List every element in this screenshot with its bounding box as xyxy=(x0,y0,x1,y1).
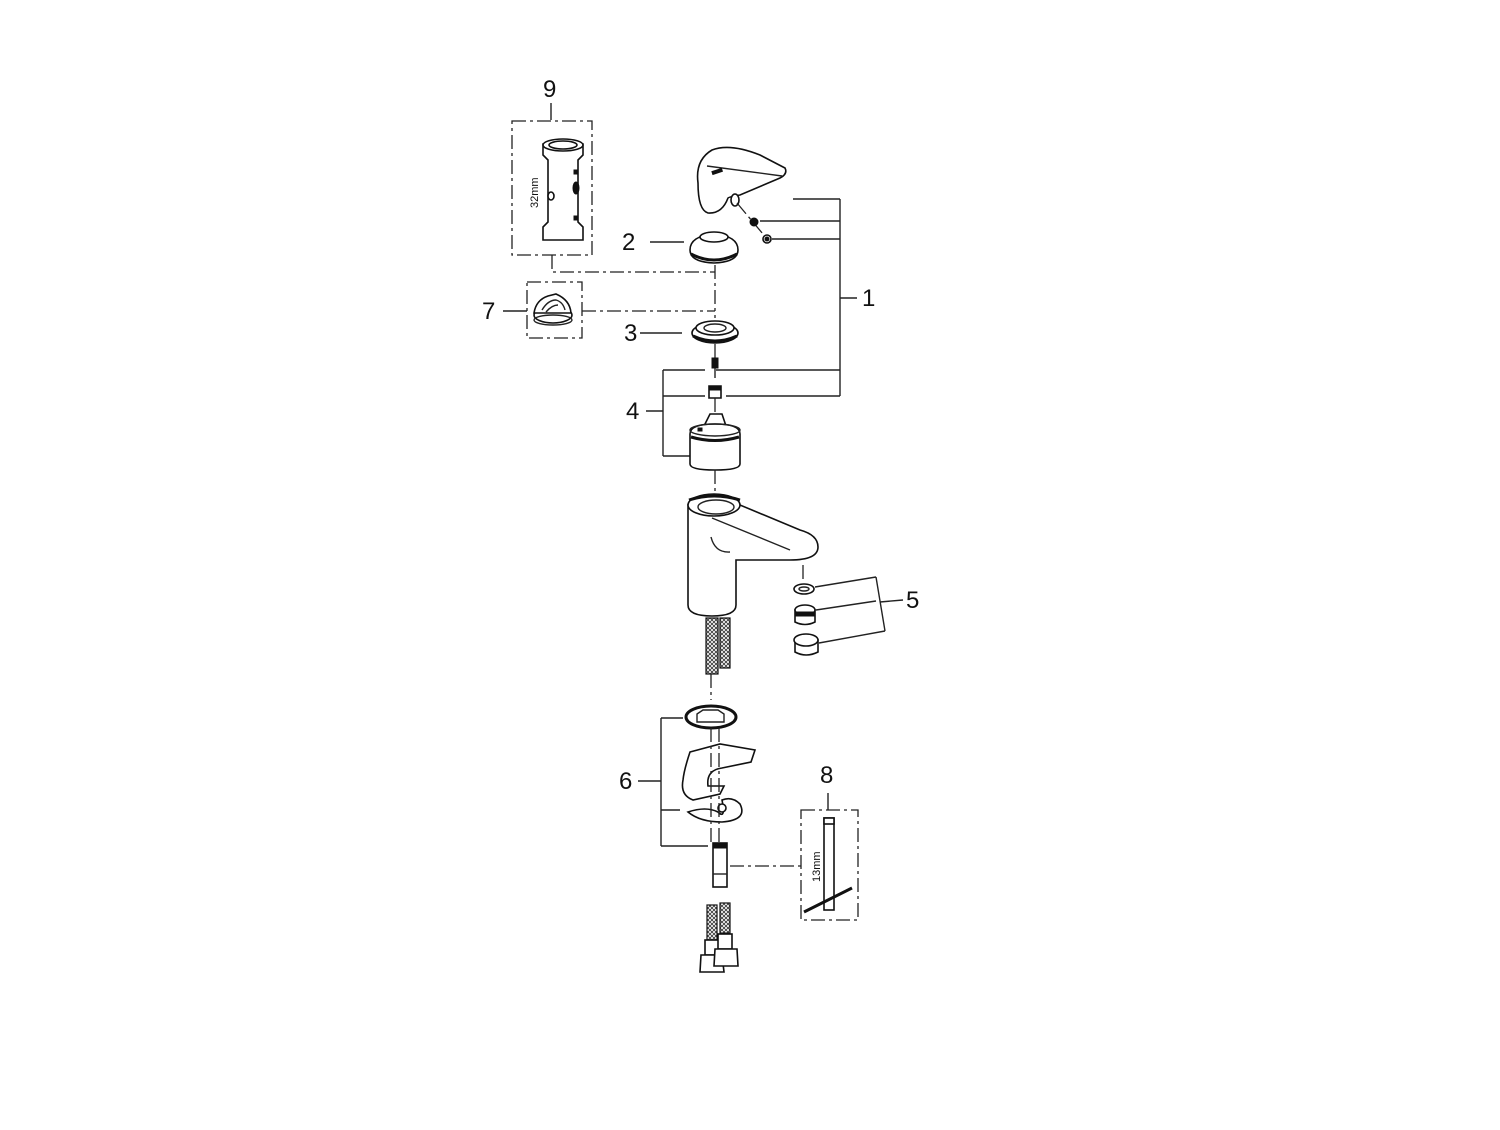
callout-9: 9 xyxy=(543,76,557,103)
callout-6: 6 xyxy=(619,768,633,795)
threaded-rod xyxy=(712,842,728,888)
callout-4: 4 xyxy=(626,398,640,425)
tool-7-cap-tool xyxy=(503,281,583,339)
callout-8: 8 xyxy=(820,762,834,789)
tool-8-dimension: 13mm xyxy=(811,851,823,882)
tool-8-socket-wrench: 13mm xyxy=(800,793,859,921)
part-3-cartridge-nut xyxy=(640,320,739,344)
tool-9-dimension: 32mm xyxy=(529,177,541,208)
part-4-cartridge xyxy=(646,357,741,471)
part-2-cover-cap xyxy=(650,231,739,264)
callout-5: 5 xyxy=(906,587,920,614)
part-5-aerator-set xyxy=(793,565,904,656)
tool-9-cartridge-wrench: 32mm xyxy=(511,103,593,256)
callout-1: 1 xyxy=(862,285,876,312)
callout-3: 3 xyxy=(624,320,638,347)
part-6-mounting-set xyxy=(638,704,757,847)
supply-hoses xyxy=(699,902,739,973)
faucet-body xyxy=(687,493,819,675)
callout-2: 2 xyxy=(622,229,636,256)
lever-handle xyxy=(696,146,787,244)
callout-7: 7 xyxy=(482,298,496,325)
callout-1-leaders xyxy=(716,198,857,397)
